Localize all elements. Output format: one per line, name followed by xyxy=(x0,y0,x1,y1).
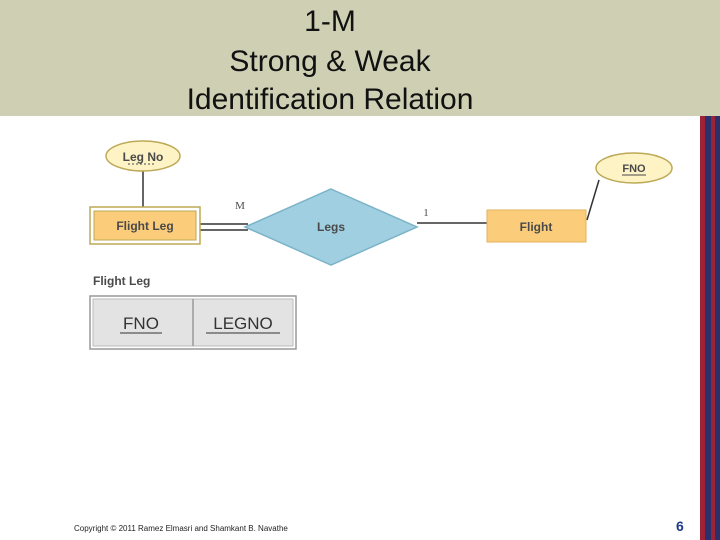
strong-entity-flight xyxy=(486,209,587,243)
attribute-fno xyxy=(595,152,673,184)
weak-entity-label: Flight Leg xyxy=(116,219,173,233)
page-number: 6 xyxy=(676,518,684,534)
slide-title-line-2: Strong & Weak xyxy=(229,45,431,78)
slide-title-line-1: 1-M xyxy=(304,5,356,38)
right-stripe-red-2 xyxy=(711,116,715,540)
title-band xyxy=(0,0,720,116)
cardinality-1: 1 xyxy=(423,207,429,219)
relationship-legs xyxy=(243,188,419,266)
strong-entity-label: Flight xyxy=(520,220,553,234)
right-stripe-navy-2 xyxy=(715,116,720,540)
copyright-footer: Copyright © 2011 Ramez Elmasri and Shamk… xyxy=(74,524,288,533)
relation-table-name: Flight Leg xyxy=(93,274,150,288)
relation-column-fno: FNO xyxy=(123,314,159,333)
cardinality-m: M xyxy=(235,200,245,212)
relationship-label: Legs xyxy=(317,220,345,234)
weak-entity-flight-leg xyxy=(93,210,197,241)
slide-title-line-3: Identification Relation xyxy=(186,83,474,116)
attribute-fno-label: FNO xyxy=(622,163,646,175)
fno-connector xyxy=(586,179,600,221)
right-stripe-navy xyxy=(705,116,711,540)
attribute-leg-no xyxy=(105,140,181,172)
relation-column-legno: LEGNO xyxy=(213,314,273,333)
attribute-leg-no-label: Leg No xyxy=(123,150,164,164)
right-stripe-red xyxy=(700,116,705,540)
